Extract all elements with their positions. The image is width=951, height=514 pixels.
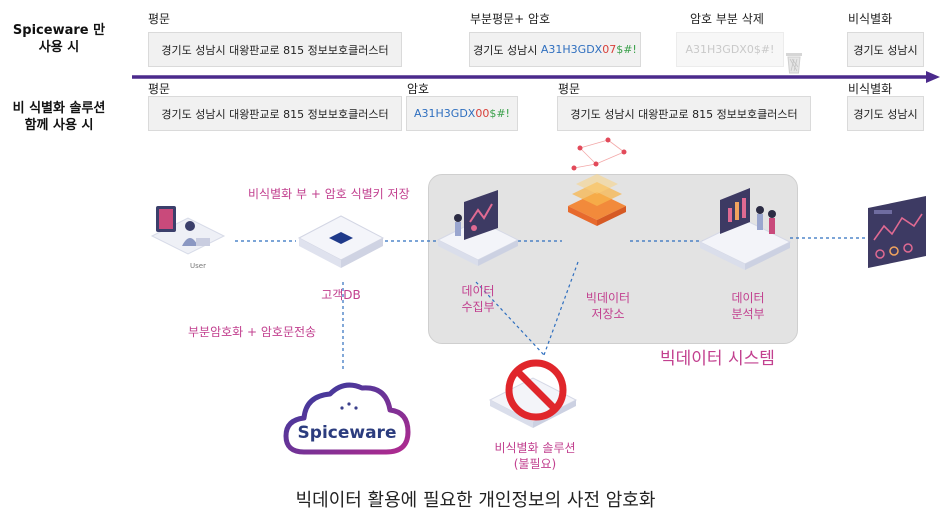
deid-solution-icon xyxy=(486,356,580,430)
row2-label-line2: 함께 사용 시 xyxy=(24,118,94,133)
row2-deid-text: 경기도 성남시 xyxy=(853,107,918,121)
row1-label-line1: Spiceware 만 xyxy=(12,23,106,38)
bigdata-storage-label-line1: 빅데이터 xyxy=(585,291,631,305)
row1-partial-caption: 부분평문+ 암호 xyxy=(470,12,551,26)
row2-plain2-box: 경기도 성남시 대왕판교로 815 정보보호클러스터 xyxy=(557,96,811,131)
data-collection-label: 데이터 수집부 xyxy=(436,283,520,315)
row1-partial-green: $#! xyxy=(616,43,637,56)
row1-deid-text: 경기도 성남시 xyxy=(853,43,918,57)
timeline-arrow xyxy=(132,69,942,83)
user-label: User xyxy=(190,262,206,270)
deid-solution-label: 비식별화 솔루션 (불필요) xyxy=(470,440,600,472)
bigdata-storage-label-line2: 저장소 xyxy=(591,307,625,321)
row2-plain2-text: 경기도 성남시 대왕판교로 815 정보보호클러스터 xyxy=(570,107,798,121)
row2-plain-text: 경기도 성남시 대왕판교로 815 정보보호클러스터 xyxy=(161,107,389,121)
data-analysis-icon xyxy=(698,186,792,270)
row2-cipher-green: $#! xyxy=(489,107,510,120)
customer-db-icon xyxy=(296,210,386,272)
row2-plain-box: 경기도 성남시 대왕판교로 815 정보보호클러스터 xyxy=(148,96,402,131)
row2-label-line1: 비 식별화 솔루션 xyxy=(12,101,106,116)
bigdata-storage-icon xyxy=(560,134,634,232)
row1-delete-caption: 암호 부분 삭제 xyxy=(690,12,764,26)
row1-delete-box: A31H3GDX0$#! xyxy=(676,32,784,67)
data-collection-label-line2: 수집부 xyxy=(461,300,495,314)
row2-cipher-blue: A31H3GDX xyxy=(414,107,476,120)
deid-solution-label-line2: (불필요) xyxy=(513,457,557,471)
row1-plain-text: 경기도 성남시 대왕판교로 815 정보보호클러스터 xyxy=(161,43,389,57)
row2-label: 비 식별화 솔루션 함께 사용 시 xyxy=(0,100,118,134)
prohibited-icon xyxy=(505,359,567,421)
row1-partial-blue: A31H3GDX xyxy=(540,43,603,56)
bigdata-storage-label: 빅데이터 저장소 xyxy=(566,290,650,322)
data-collection-label-line1: 데이터 xyxy=(461,284,495,298)
row2-cipher-caption: 암호 xyxy=(407,82,430,96)
data-analysis-label: 데이터 분석부 xyxy=(706,290,790,322)
bottom-title: 빅데이터 활용에 필요한 개인정보의 사전 암호화 xyxy=(295,490,656,511)
deid-key-note: 비식별화 부 + 암호 식별키 저장 xyxy=(248,187,410,201)
deid-solution-label-line1: 비식별화 솔루션 xyxy=(494,441,576,455)
row2-plain-caption: 평문 xyxy=(148,82,171,96)
bigdata-system-label: 빅데이터 시스템 xyxy=(660,349,775,369)
row1-plain-caption: 평문 xyxy=(148,12,171,26)
customer-db-label: 고객DB xyxy=(321,288,361,302)
trash-icon xyxy=(784,50,804,74)
row1-partial-red: 07 xyxy=(602,43,617,56)
row1-deid-box: 경기도 성남시 xyxy=(847,32,924,67)
row1-label: Spiceware 만 사용 시 xyxy=(0,22,118,56)
spiceware-logo-text: Spiceware xyxy=(298,423,397,443)
spiceware-logo: Spiceware xyxy=(282,378,412,462)
row2-deid-box: 경기도 성남시 xyxy=(847,96,924,131)
data-analysis-label-line1: 데이터 xyxy=(731,291,765,305)
data-collection-icon xyxy=(436,188,520,268)
row1-plain-box: 경기도 성남시 대왕판교로 815 정보보호클러스터 xyxy=(148,32,402,67)
row2-deid-caption: 비식별화 xyxy=(848,82,893,96)
partial-encrypt-note: 부분암호화 + 암호문전송 xyxy=(188,325,317,339)
row1-delete-text: A31H3GDX0$#! xyxy=(685,43,775,56)
data-analysis-label-line2: 분석부 xyxy=(731,307,765,321)
row1-partial-prefix: 경기도 성남시 xyxy=(473,43,541,57)
row1-deid-caption: 비식별화 xyxy=(848,12,893,26)
dashboard-icon xyxy=(864,196,930,272)
row2-cipher-red: 00 xyxy=(475,107,490,120)
user-icon: User xyxy=(148,196,228,272)
row1-label-line2: 사용 시 xyxy=(38,40,80,55)
row2-plain2-caption: 평문 xyxy=(558,82,581,96)
